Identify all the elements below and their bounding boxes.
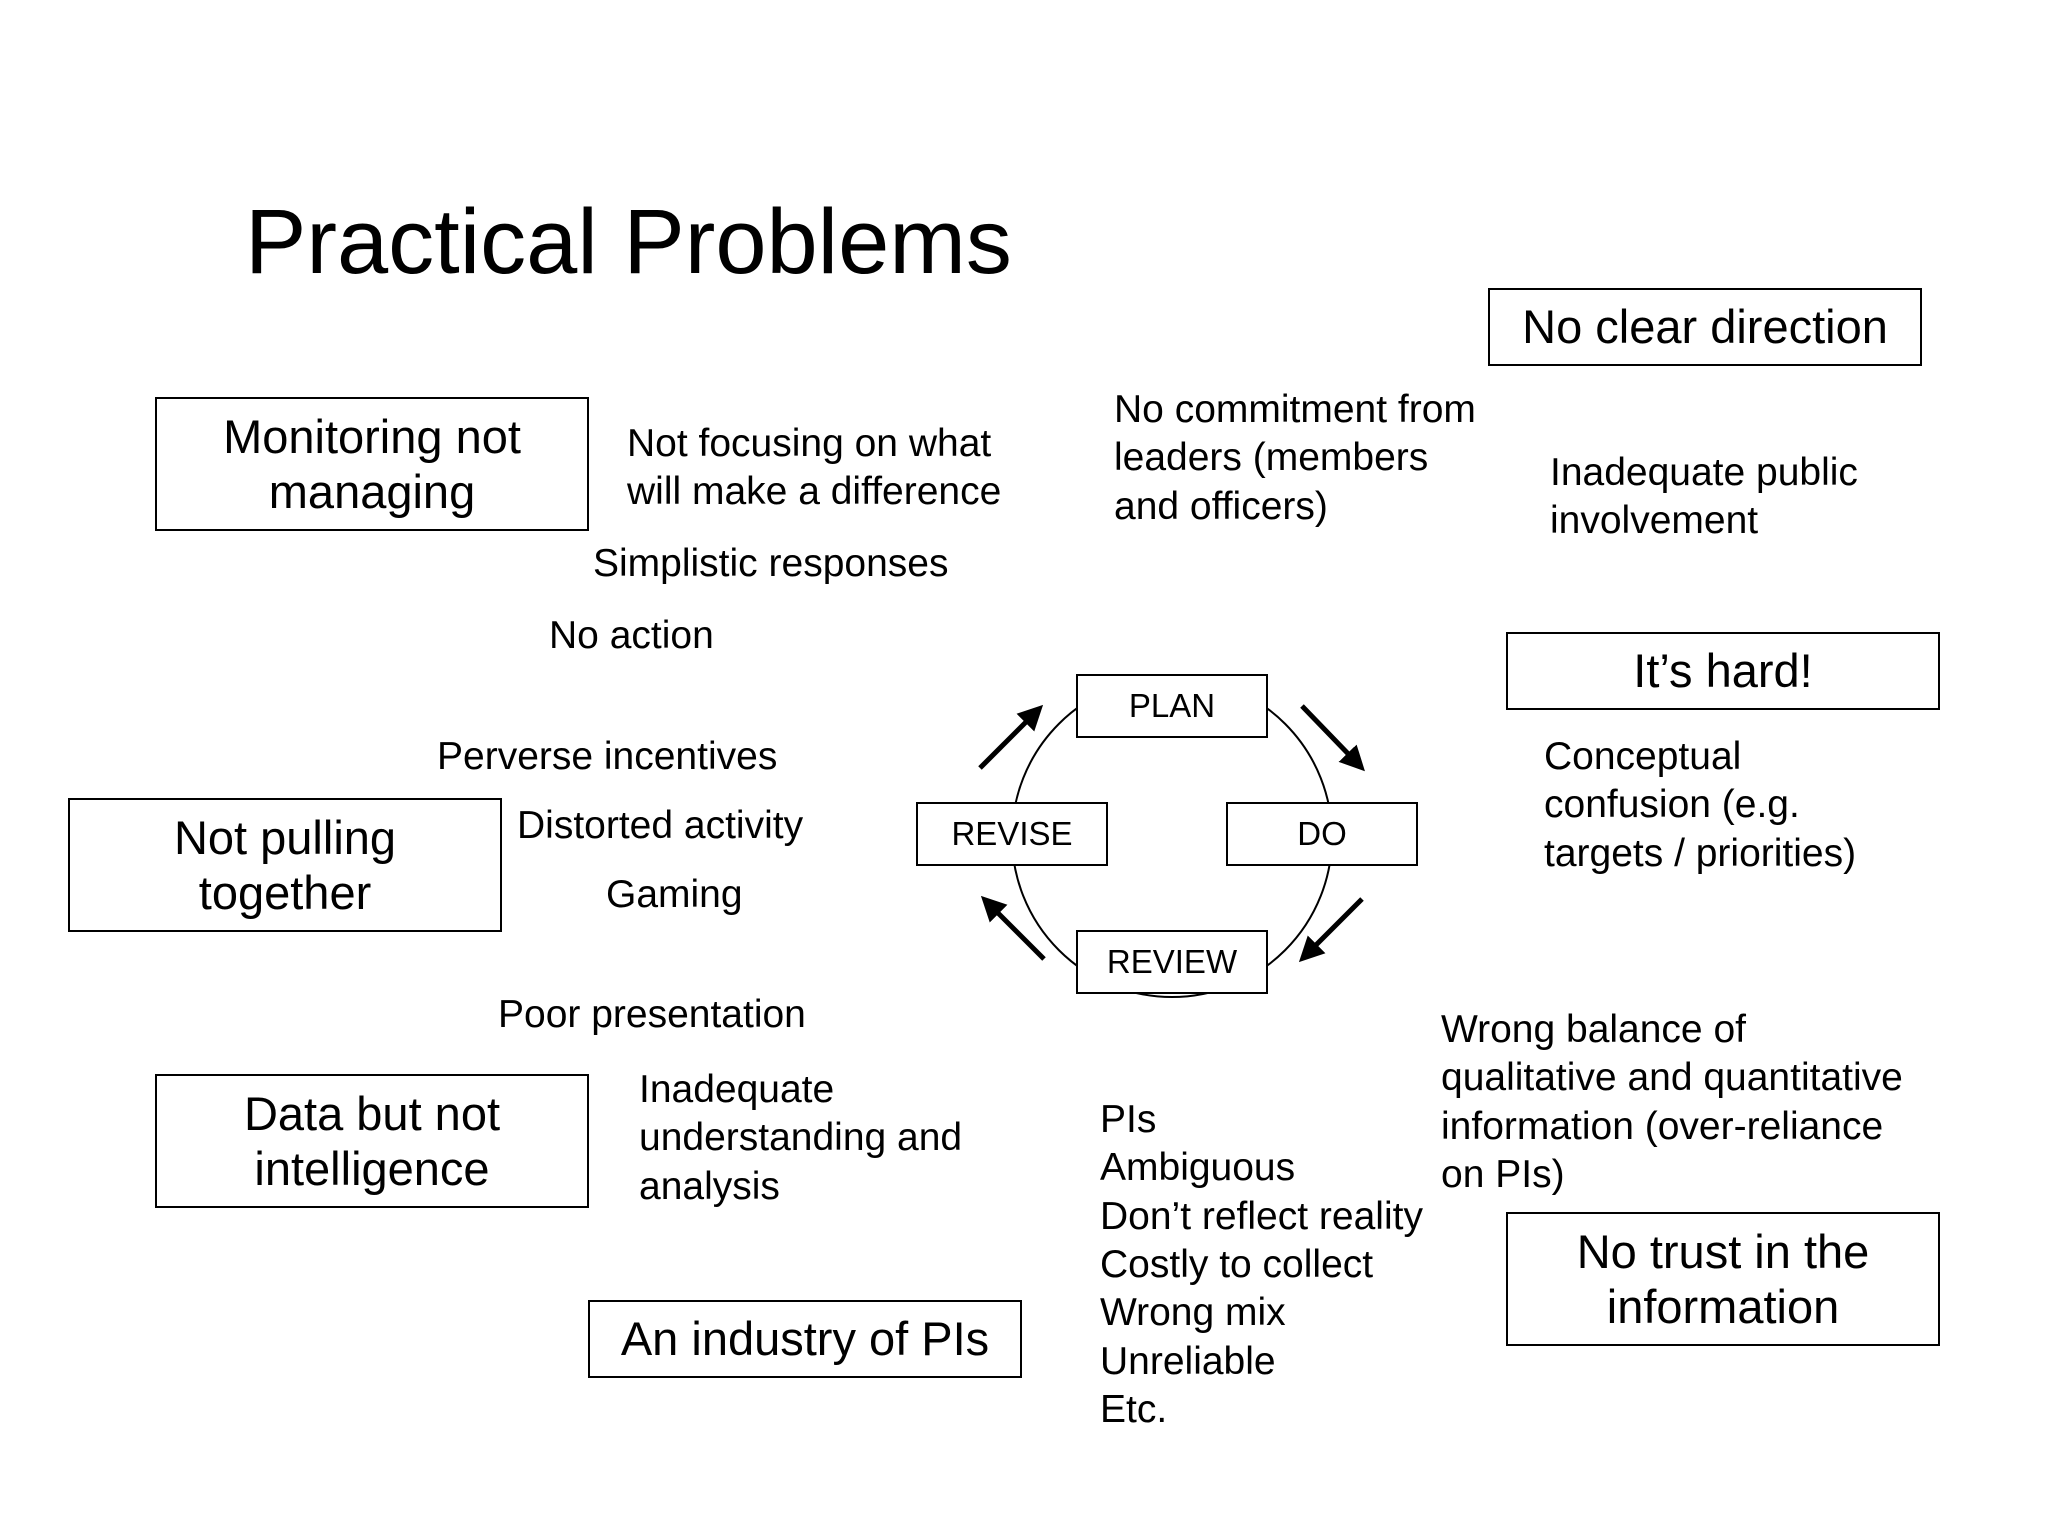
text-line: understanding and xyxy=(639,1116,963,1160)
text-inadequate-understanding: Inadequate understanding and analysis xyxy=(639,1066,962,1211)
box-line: Monitoring not xyxy=(223,409,521,463)
box-line: No clear direction xyxy=(1522,300,1888,354)
text-pis-list: PIs Ambiguous Don’t reflect reality Cost… xyxy=(1100,1096,1423,1435)
box-line: An industry of PIs xyxy=(620,1312,990,1366)
box-its-hard: It’s hard! xyxy=(1506,632,1940,710)
text-line: No commitment from xyxy=(1114,388,1476,431)
text-line: qualitative and quantitative xyxy=(1441,1056,1903,1100)
box-line: No trust in the xyxy=(1576,1224,1870,1278)
box-data-but-not-intelligence: Data but not intelligence xyxy=(155,1074,589,1208)
box-line: Data but not xyxy=(243,1086,501,1140)
cycle-plan: PLAN xyxy=(1076,674,1268,738)
text-line: Unreliable xyxy=(1100,1339,1276,1383)
text-line: Don’t reflect reality xyxy=(1100,1194,1423,1238)
box-line: It’s hard! xyxy=(1633,644,1813,698)
text-line: involvement xyxy=(1550,499,1759,543)
text-line: and officers) xyxy=(1114,484,1328,528)
text-line: Inadequate public xyxy=(1550,451,1858,494)
text-line: PIs xyxy=(1100,1098,1157,1141)
arrow-do-to-review xyxy=(1298,897,1364,963)
text-line: Conceptual xyxy=(1544,735,1742,778)
text-poor-presentation: Poor presentation xyxy=(498,993,806,1036)
text-line: Wrong balance of xyxy=(1441,1008,1746,1051)
box-line: Not pulling xyxy=(173,810,397,864)
text-line: Ambiguous xyxy=(1100,1146,1296,1190)
box-not-pulling-together: Not pulling together xyxy=(68,798,502,932)
text-wrong-balance: Wrong balance of qualitative and quantit… xyxy=(1441,1006,1903,1199)
text-line: Wrong mix xyxy=(1100,1291,1286,1335)
text-line: on PIs) xyxy=(1441,1153,1565,1197)
arrow-revise-to-plan xyxy=(978,704,1044,770)
text-perverse-incentives: Perverse incentives xyxy=(437,735,778,778)
box-industry-of-pis: An industry of PIs xyxy=(588,1300,1022,1378)
box-line: intelligence xyxy=(254,1142,490,1195)
box-monitoring-not-managing: Monitoring not managing xyxy=(155,397,589,531)
text-line: leaders (members xyxy=(1114,436,1429,480)
cycle-review: REVIEW xyxy=(1076,930,1268,994)
text-distorted-activity: Distorted activity xyxy=(517,804,804,847)
box-line: managing xyxy=(268,465,476,518)
arrow-review-to-revise xyxy=(980,895,1046,961)
box-no-trust-in-information: No trust in the information xyxy=(1506,1212,1940,1346)
text-line: Etc. xyxy=(1100,1388,1168,1432)
text-line: Not focusing on what xyxy=(627,422,992,465)
text-line: confusion (e.g. xyxy=(1544,783,1800,827)
text-not-focusing: Not focusing on what will make a differe… xyxy=(627,420,1001,517)
page-title: Practical Problems xyxy=(245,191,1012,293)
box-line: together xyxy=(198,866,372,919)
text-line: targets / priorities) xyxy=(1544,831,1857,875)
arrow-plan-to-do xyxy=(1300,704,1365,772)
cycle-revise: REVISE xyxy=(916,802,1108,866)
text-line: will make a difference xyxy=(627,470,1002,514)
box-line: information xyxy=(1606,1280,1840,1333)
text-no-commitment: No commitment from leaders (members and … xyxy=(1114,386,1476,531)
text-line: Costly to collect xyxy=(1100,1243,1374,1287)
text-line: information (over-reliance xyxy=(1441,1104,1884,1148)
cycle-do: DO xyxy=(1226,802,1418,866)
text-inadequate-public: Inadequate public involvement xyxy=(1550,449,1858,546)
text-line: analysis xyxy=(639,1164,780,1208)
box-no-clear-direction: No clear direction xyxy=(1488,288,1922,366)
text-conceptual-confusion: Conceptual confusion (e.g. targets / pri… xyxy=(1544,733,1856,878)
text-line: Inadequate xyxy=(639,1068,835,1111)
text-simplistic-responses: Simplistic responses xyxy=(593,542,949,585)
text-no-action: No action xyxy=(549,614,714,657)
text-gaming: Gaming xyxy=(606,873,743,916)
